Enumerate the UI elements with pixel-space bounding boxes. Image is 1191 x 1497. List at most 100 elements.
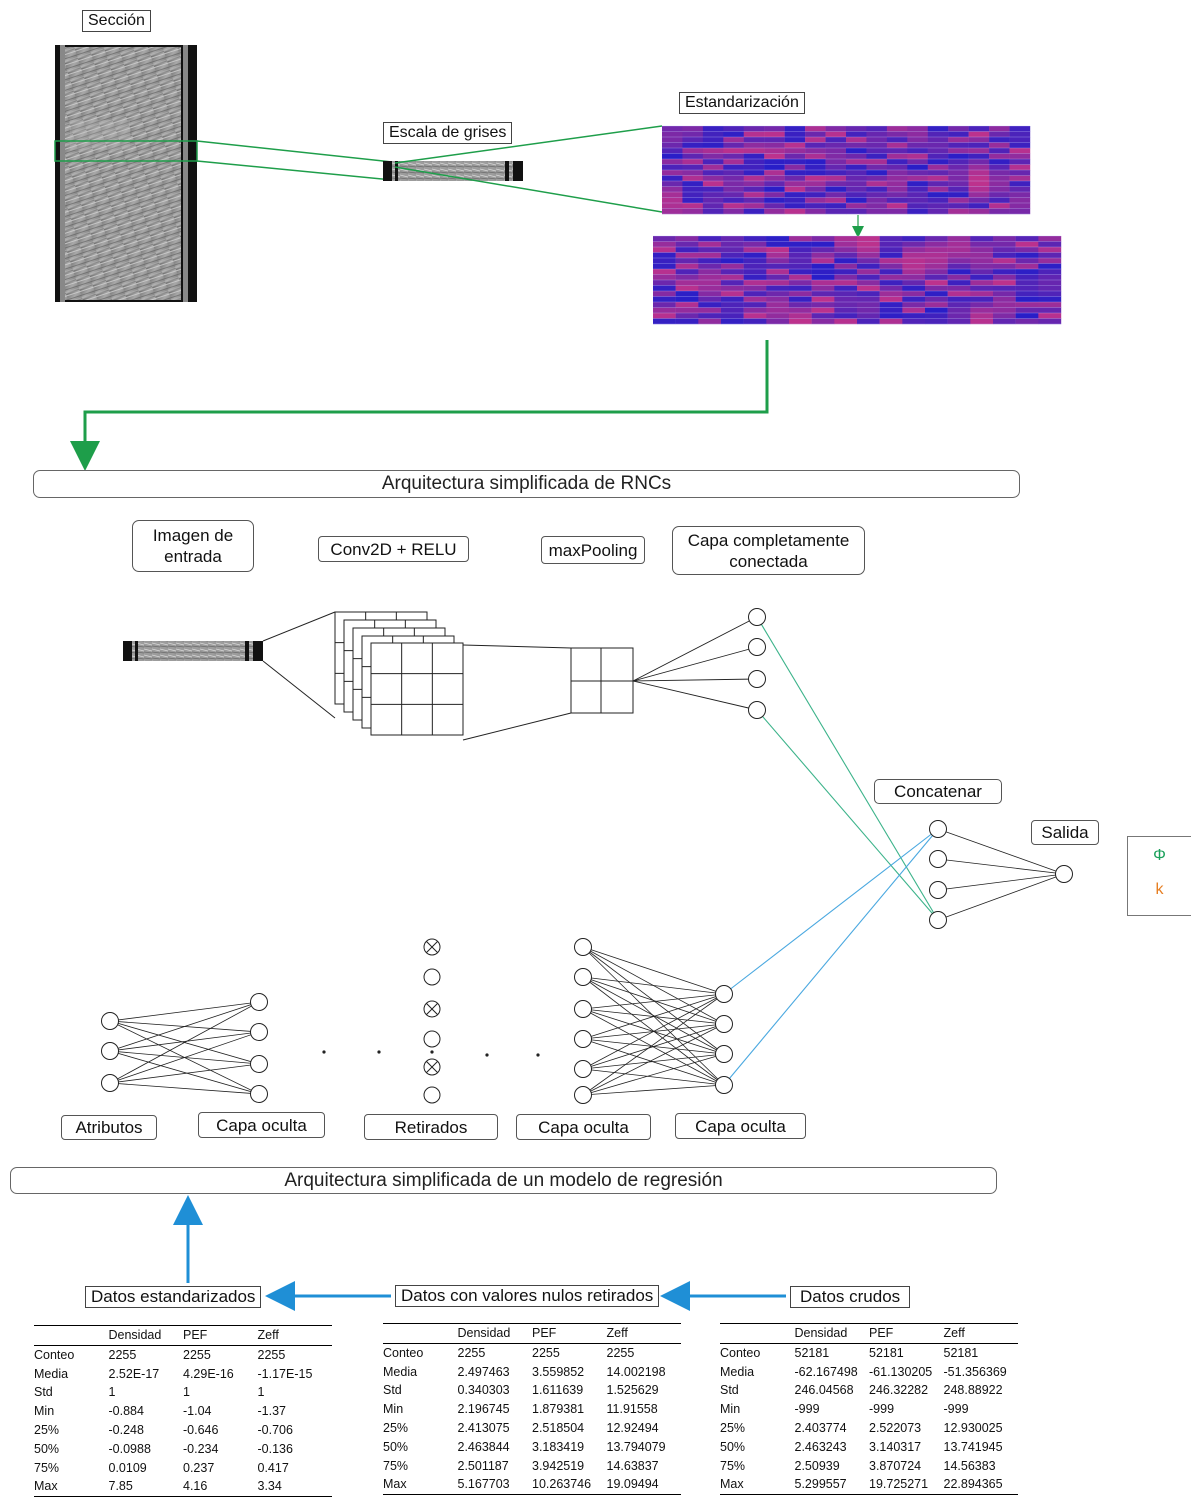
table-cell: Max	[383, 1475, 458, 1496]
table-cell: -999	[794, 1402, 820, 1417]
table-row: 25%-0.248-0.646-0.706	[34, 1421, 332, 1440]
fully-connected-label: Capa completamente conectada	[672, 526, 865, 575]
table-cell: Media	[34, 1366, 69, 1381]
zoom-lines-strip	[394, 125, 663, 213]
table-cell: 3.870724	[869, 1458, 922, 1473]
table-cell: 2.403774	[794, 1420, 847, 1435]
table-cell: 75%	[720, 1458, 746, 1473]
table-header-cell: Zeff	[606, 1326, 628, 1340]
node-attr	[101, 1042, 119, 1060]
input-to-conv-lines	[262, 611, 336, 719]
table-cell: -1.04	[183, 1404, 212, 1419]
hidden-layer-1-label: Capa oculta	[198, 1112, 325, 1138]
table-row: Min-999-999-999	[720, 1400, 1018, 1419]
table-cell: 0.417	[257, 1460, 289, 1475]
node-h2	[574, 968, 592, 986]
table-row: Media-62.167498-61.130205-51.356369	[720, 1363, 1018, 1382]
table-cell: -0.234	[183, 1441, 219, 1456]
node-fc	[748, 638, 766, 656]
table-cell: 14.002198	[606, 1364, 666, 1379]
node-h2	[574, 1060, 592, 1078]
table-row: Std 0.340303 1.611639 1.525629	[383, 1381, 681, 1400]
node-h1	[250, 1055, 268, 1073]
node-h1	[250, 993, 268, 1011]
table-cell: 3.183419	[532, 1439, 585, 1454]
table-cell: 13.794079	[606, 1439, 666, 1454]
table-header-cell: Zeff	[943, 1326, 965, 1340]
node-fc	[748, 608, 766, 626]
table-cell: Conteo	[34, 1344, 109, 1365]
table-cell: 0.340303	[457, 1383, 510, 1398]
table-header-cell: PEF	[869, 1326, 894, 1340]
dropout-label: Retirados	[364, 1114, 498, 1140]
table-cell: 2.463243	[794, 1439, 847, 1454]
table-cell: Std	[383, 1383, 402, 1398]
table-header-cell: Densidad	[108, 1328, 162, 1342]
table-cell: 5.299557	[794, 1475, 869, 1496]
core-section-image	[55, 45, 197, 302]
table-cell: 19.09494	[606, 1475, 681, 1496]
node-fc	[748, 670, 766, 688]
table-cell: 50%	[720, 1439, 746, 1454]
table-header-cell: Densidad	[457, 1326, 511, 1340]
table-cell: 2255	[108, 1344, 183, 1365]
table-cell: 3.942519	[532, 1458, 585, 1473]
table-cell: Min	[34, 1404, 55, 1419]
table-cell: -62.167498	[794, 1364, 858, 1379]
table-cell: 1	[108, 1385, 116, 1400]
table-cell: 2.522073	[869, 1420, 922, 1435]
dropout-node	[423, 1030, 441, 1048]
concatenate-label: Concatenar	[874, 779, 1002, 804]
cnn-input-strip	[123, 641, 263, 661]
hidden-layer-2-label: Capa oculta	[516, 1114, 651, 1140]
table-cell: 246.04568	[794, 1383, 854, 1398]
table-cell: 2.413075	[457, 1420, 510, 1435]
table-cell: -1.17E-15	[257, 1366, 313, 1381]
table-cell: 14.63837	[606, 1458, 659, 1473]
table-cell: 1.525629	[606, 1383, 659, 1398]
table-cell: Min	[383, 1402, 404, 1417]
table-cell: 12.92494	[606, 1420, 659, 1435]
ellipsis-dots	[322, 1050, 540, 1057]
table-cell: 3.559852	[532, 1364, 585, 1379]
table-cell: 2.50939	[794, 1458, 840, 1473]
standardized-data-label: Datos estandarizados	[85, 1286, 262, 1308]
table-cell: 1.611639	[532, 1383, 584, 1398]
output-legend: Φ k	[1127, 836, 1191, 916]
standardization-matrix-raw	[662, 125, 1031, 215]
hidden-layer-3-label: Capa oculta	[675, 1113, 806, 1139]
table-cell: 0.0109	[108, 1460, 147, 1475]
table-cell: 4.16	[183, 1477, 258, 1497]
table-cell: Conteo	[383, 1342, 458, 1363]
raw-data-label: Datos crudos	[790, 1286, 911, 1308]
non-null-data-label: Datos con valores nulos retirados	[395, 1285, 660, 1307]
table-cell: Media	[383, 1364, 418, 1379]
table-cell: Std	[34, 1385, 53, 1400]
node-h3	[715, 1076, 733, 1094]
node-h3	[715, 1015, 733, 1033]
node-h2	[574, 938, 592, 956]
table-row: Min-0.884-1.04-1.37	[34, 1402, 332, 1421]
node-h1	[250, 1023, 268, 1041]
table-cell: 52181	[794, 1342, 869, 1363]
node-h3	[715, 985, 733, 1003]
table-cell: 2.518504	[532, 1420, 585, 1435]
table-header-cell: Zeff	[257, 1328, 279, 1342]
conv-label: Conv2D + RELU	[318, 536, 469, 562]
table-cell: 4.29E-16	[183, 1366, 234, 1381]
table-cell: 2255	[457, 1342, 532, 1363]
flow-arrow-to-cnn	[70, 340, 769, 471]
k-legend-item: k	[1155, 881, 1164, 898]
table-cell: 2.501187	[457, 1458, 509, 1473]
zoom-lines-section	[54, 140, 393, 181]
network-connections	[109, 616, 1065, 1096]
